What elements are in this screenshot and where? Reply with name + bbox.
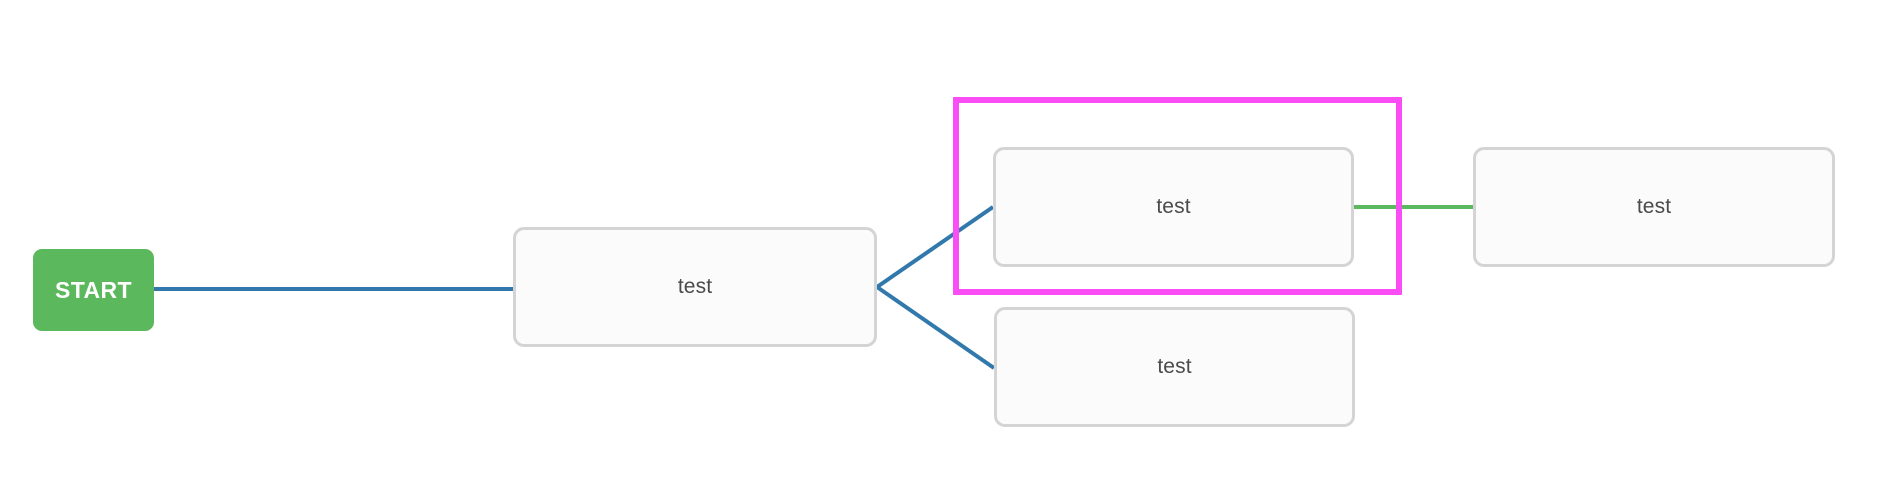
node-test-4[interactable]: test (1473, 147, 1835, 267)
node-test-1[interactable]: test (513, 227, 877, 347)
node-test-1-label: test (677, 275, 713, 298)
selection-highlight-rect[interactable] (953, 97, 1402, 295)
node-test-2[interactable]: test (993, 147, 1354, 267)
node-test-4-label: test (1636, 195, 1672, 218)
node-test-3-label: test (1157, 355, 1192, 378)
node-start-label: START (55, 276, 132, 303)
node-test-3[interactable]: test (994, 307, 1355, 427)
node-start[interactable]: START (33, 249, 154, 331)
edge-node1-to-node3 (875, 285, 996, 370)
